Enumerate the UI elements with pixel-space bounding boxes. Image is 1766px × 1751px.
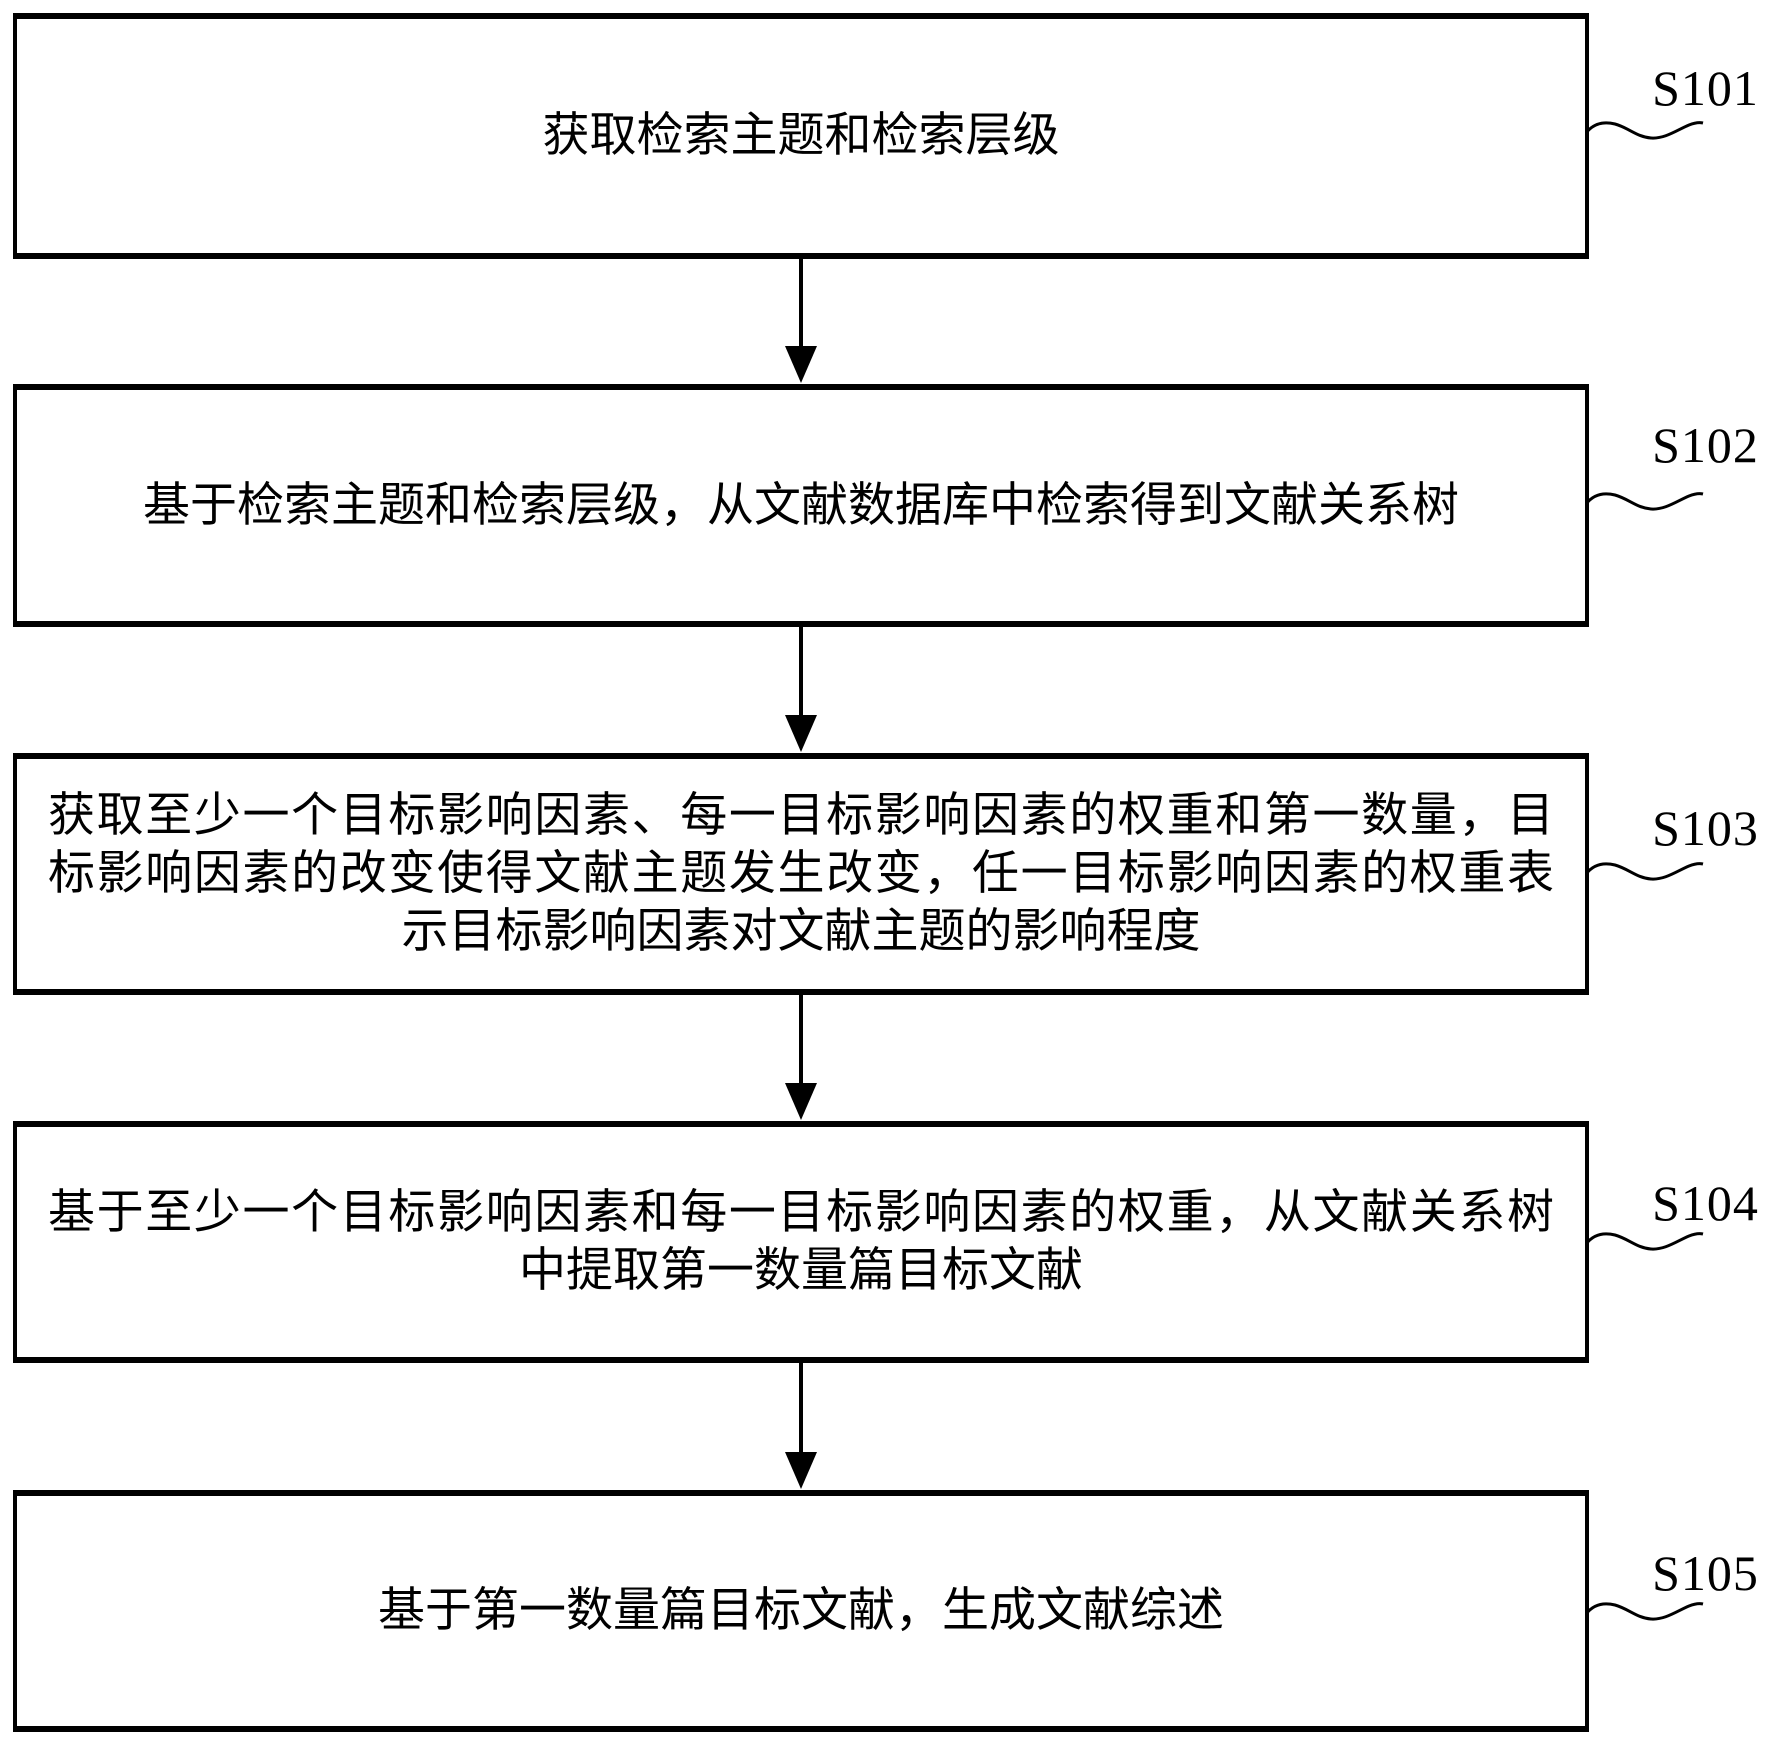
flow-arrow-head [785,1452,817,1489]
flow-arrow-shaft [799,991,803,1084]
flow-arrow-shaft [799,623,803,716]
step-box-s104: 基于至少一个目标影响因素和每一目标影响因素的权重，从文献关系树 中提取第一数量篇… [13,1121,1589,1363]
step-text-line: 获取至少一个目标影响因素、每一目标影响因素的权重和第一数量，目 [48,790,1554,842]
step-box-s105: 基于第一数量篇目标文献，生成文献综述 [13,1490,1589,1732]
flow-arrow-shaft [799,1359,803,1453]
step-box-s102: 基于检索主题和检索层级，从文献数据库中检索得到文献关系树 [13,384,1589,627]
step-label-s104: S104 [1652,1175,1759,1231]
step-label-s105: S105 [1652,1545,1759,1601]
step-text-line: 示目标影响因素对文献主题的影响程度 [401,906,1201,958]
step-box-s103: 获取至少一个目标影响因素、每一目标影响因素的权重和第一数量，目 标影响因素的改变… [13,753,1589,995]
squiggle-connector [1585,121,1704,140]
squiggle-connector [1585,1602,1704,1621]
flow-arrow-shaft [799,255,803,347]
step-label-s103: S103 [1652,800,1759,856]
flow-arrow-head [785,715,817,752]
step-box-s101: 获取检索主题和检索层级 [13,13,1589,259]
step-label-s102: S102 [1652,417,1759,473]
step-text-line: 基于第一数量篇目标文献，生成文献综述 [378,1585,1224,1637]
step-text-line: 中提取第一数量篇目标文献 [519,1245,1083,1297]
step-text-line: 基于检索主题和检索层级，从文献数据库中检索得到文献关系树 [143,479,1459,532]
squiggle-connector [1585,492,1704,511]
step-text-line: 获取检索主题和检索层级 [542,110,1060,162]
squiggle-connector [1585,862,1704,881]
step-label-s101: S101 [1652,60,1759,116]
flow-arrow-head [785,1083,817,1120]
step-text-line: 标影响因素的改变使得文献主题发生改变，任一目标影响因素的权重表 [48,848,1554,900]
step-text-line: 基于至少一个目标影响因素和每一目标影响因素的权重，从文献关系树 [48,1187,1554,1239]
squiggle-connector [1585,1232,1704,1251]
flow-arrow-head [785,346,817,383]
